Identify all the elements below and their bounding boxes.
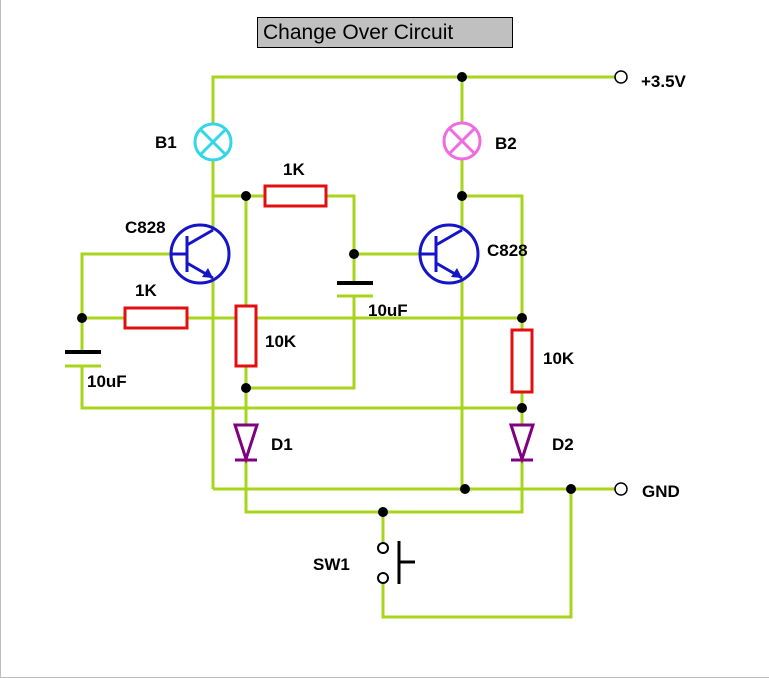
resistor-1k-top xyxy=(263,184,328,208)
transistor-right-label: C828 xyxy=(487,241,528,260)
diode-d2-label: D2 xyxy=(552,435,574,454)
junction-node xyxy=(517,403,527,413)
r1k-top-right-wire xyxy=(326,194,356,283)
junction-node xyxy=(241,191,251,201)
capacitor-left-label: 10uF xyxy=(87,372,127,391)
cap-right-bottom-wire xyxy=(246,296,356,390)
supply-terminal-icon xyxy=(614,70,628,84)
resistor-10k-left-label: 10K xyxy=(265,332,297,351)
junction-node xyxy=(457,72,467,82)
junction-nodes xyxy=(77,72,576,517)
diode-d1-label: D1 xyxy=(271,435,293,454)
capacitor-right-label: 10uF xyxy=(368,301,408,320)
lamp-b2-icon xyxy=(442,121,482,161)
ground-terminal-icon xyxy=(614,482,628,496)
junction-node xyxy=(517,313,527,323)
left-base-wire xyxy=(80,252,171,352)
right-collector-wire xyxy=(460,160,524,330)
wires xyxy=(80,75,615,619)
resistor-10k-right xyxy=(510,328,534,394)
transistor-left-icon xyxy=(169,223,231,285)
resistor-1k-top-label: 1K xyxy=(283,160,305,179)
transistor-left-label: C828 xyxy=(125,218,166,237)
switch-return-wire xyxy=(381,489,573,619)
resistor-1k-left xyxy=(123,306,189,330)
resistor-10k-left xyxy=(234,304,258,368)
lamp-b1-icon xyxy=(193,122,233,162)
diagram-title: Change Over Circuit xyxy=(257,17,513,48)
switch-sw1-label: SW1 xyxy=(313,555,350,574)
resistor-10k-right-label: 10K xyxy=(543,349,575,368)
junction-node xyxy=(241,383,251,393)
junction-node xyxy=(349,249,359,259)
ground-label: GND xyxy=(642,482,680,501)
junction-node xyxy=(457,191,467,201)
capacitor-right xyxy=(337,281,373,298)
diode-cathode-bus-wire xyxy=(244,460,524,514)
junction-node xyxy=(566,484,576,494)
junction-node xyxy=(378,507,388,517)
transistor-right-icon xyxy=(418,223,480,285)
diode-d1-icon xyxy=(232,423,260,464)
lamp-b1-label: B1 xyxy=(155,133,177,152)
junction-node xyxy=(460,484,470,494)
capacitor-left xyxy=(65,350,101,368)
diode-d2-icon xyxy=(508,423,536,464)
supply-rail-wire xyxy=(211,75,615,125)
cap-left-bottom-wire xyxy=(80,366,522,410)
junction-node xyxy=(77,313,87,323)
push-switch-icon xyxy=(377,541,415,584)
lamp-b2-label: B2 xyxy=(495,134,517,153)
supply-voltage-label: +3.5V xyxy=(641,72,687,91)
resistor-1k-left-label: 1K xyxy=(135,281,157,300)
